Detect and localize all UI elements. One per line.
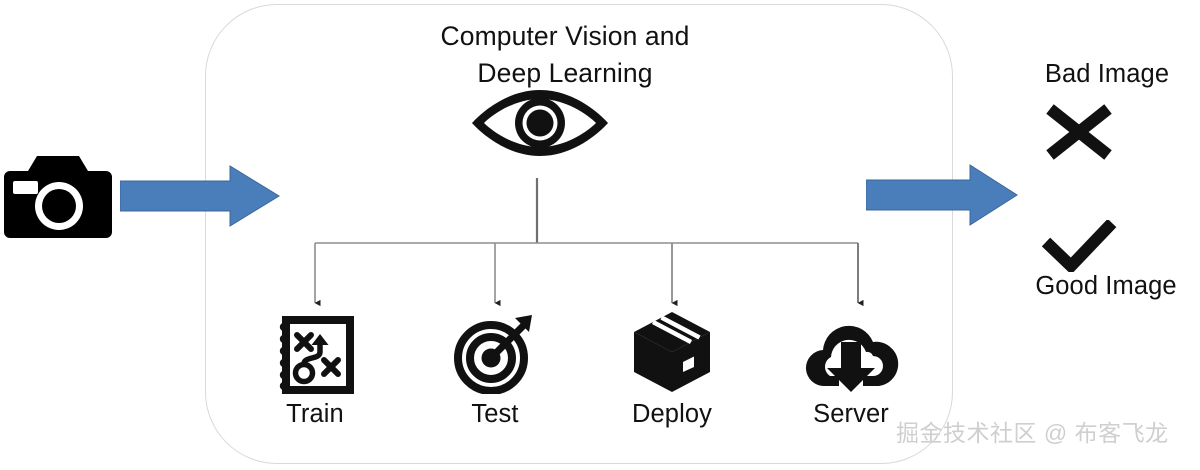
target-dart-icon — [420, 312, 570, 394]
stage-label-server: Server — [813, 400, 889, 428]
check-mark-icon — [1040, 218, 1118, 275]
package-box-icon — [597, 312, 747, 394]
stage-label-deploy: Deploy — [632, 400, 712, 428]
pipeline-stage-test[interactable]: Test — [420, 312, 570, 429]
pipeline-stage-train[interactable]: Train — [240, 312, 390, 429]
cloud-download-icon — [776, 312, 926, 394]
cross-mark-icon — [1040, 104, 1118, 160]
output-arrow — [865, 163, 1018, 227]
good-image-label: Good Image — [1035, 272, 1177, 300]
pipeline-stage-deploy[interactable]: Deploy — [597, 312, 747, 429]
stage-label-train: Train — [286, 400, 344, 428]
bad-image-label: Bad Image — [1044, 60, 1170, 88]
watermark-text: 掘金技术社区 @ 布客飞龙 — [896, 420, 1169, 446]
pipeline-container — [205, 4, 953, 464]
title-line-2: Deep Learning — [477, 57, 653, 88]
pipeline-stage-server[interactable]: Server — [776, 312, 926, 429]
stage-label-test: Test — [471, 400, 519, 428]
input-arrow — [119, 164, 280, 228]
strategy-board-icon — [240, 312, 390, 394]
page-title: Computer Vision and Deep Learning — [380, 18, 750, 91]
camera-icon — [4, 148, 112, 240]
title-line-1: Computer Vision and — [440, 21, 690, 51]
eye-icon — [470, 86, 610, 160]
